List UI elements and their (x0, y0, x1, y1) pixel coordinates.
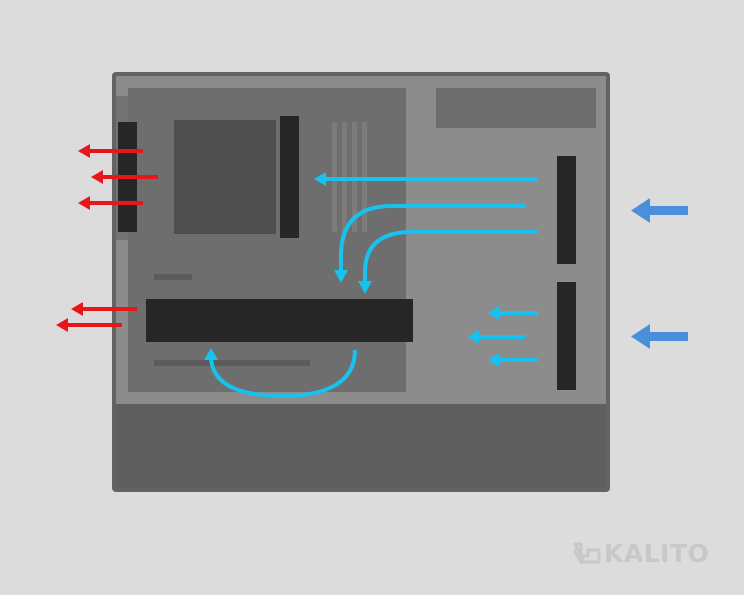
kalito-watermark: KALITO (572, 536, 709, 570)
kalito-logo-icon (572, 542, 601, 565)
pcie-slot-long (154, 360, 310, 366)
exhaust-arrow-rear (78, 196, 143, 210)
airflow-gpu-loop-arrow (204, 348, 357, 399)
cpu-cooler (174, 120, 276, 234)
front-intake-fan-bottom (557, 282, 576, 390)
airflow-curve-arrow-1 (334, 204, 525, 283)
exhaust-arrow-gpu (56, 318, 122, 332)
airflow-curve-arrow-2 (358, 230, 538, 294)
top-bay (436, 88, 596, 128)
airflow-lower-arrow (468, 330, 525, 344)
airflow-lower-arrow (488, 306, 538, 320)
external-intake-arrow-bottom (631, 324, 688, 349)
exhaust-arrows (56, 144, 158, 332)
motherboard (118, 88, 413, 392)
exhaust-arrow-rear (78, 144, 143, 158)
internal-airflow (204, 172, 538, 399)
airflow-lower-arrow (488, 353, 538, 367)
airflow-arrow-to-cpu (314, 172, 538, 186)
exhaust-arrow-gpu (71, 302, 137, 316)
external-intake-arrow-top (631, 198, 688, 223)
exhaust-arrow-rear (91, 170, 158, 184)
pcie-slot-small (154, 274, 192, 280)
cpu-cooler-fan (280, 116, 299, 238)
external-intake-arrows (631, 198, 688, 349)
front-intake-fan-top (557, 156, 576, 264)
front-fans (557, 156, 576, 390)
graphics-card (146, 299, 413, 342)
psu-shroud (116, 404, 606, 488)
watermark-text: KALITO (604, 538, 710, 568)
